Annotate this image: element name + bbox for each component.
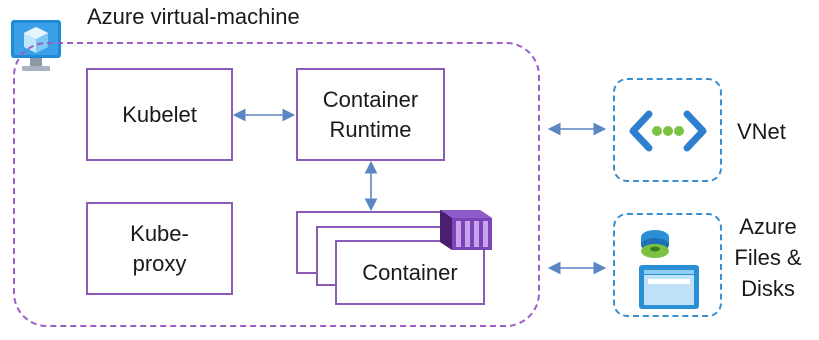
vnet-icon <box>627 106 709 156</box>
container-box: Container <box>335 240 485 305</box>
container-label: Container <box>362 259 458 285</box>
files-label-line3: Disks <box>741 276 795 301</box>
kubelet-label: Kubelet <box>122 101 197 127</box>
files-label-line1: Azure <box>739 214 797 239</box>
proxy-label-line2: proxy <box>132 250 187 276</box>
runtime-label-line2: Runtime <box>329 116 412 142</box>
kube-proxy-box: Kube- proxy <box>86 202 233 295</box>
storage-icon <box>637 225 701 311</box>
files-label-line2: Files & <box>734 245 802 270</box>
vm-boundary <box>13 42 540 327</box>
vnet-label: VNet <box>737 119 786 144</box>
runtime-label-line1: Container <box>322 86 419 112</box>
vnet-box <box>613 78 722 182</box>
container-icon <box>436 206 498 254</box>
files-disks-label: Azure Files & Disks <box>728 211 808 304</box>
vm-title: Azure virtual-machine <box>87 4 300 29</box>
files-disks-box <box>613 213 722 317</box>
kubelet-box: Kubelet <box>86 68 233 161</box>
proxy-label-line1: Kube- <box>130 220 189 246</box>
container-runtime-box: Container Runtime <box>296 68 445 161</box>
